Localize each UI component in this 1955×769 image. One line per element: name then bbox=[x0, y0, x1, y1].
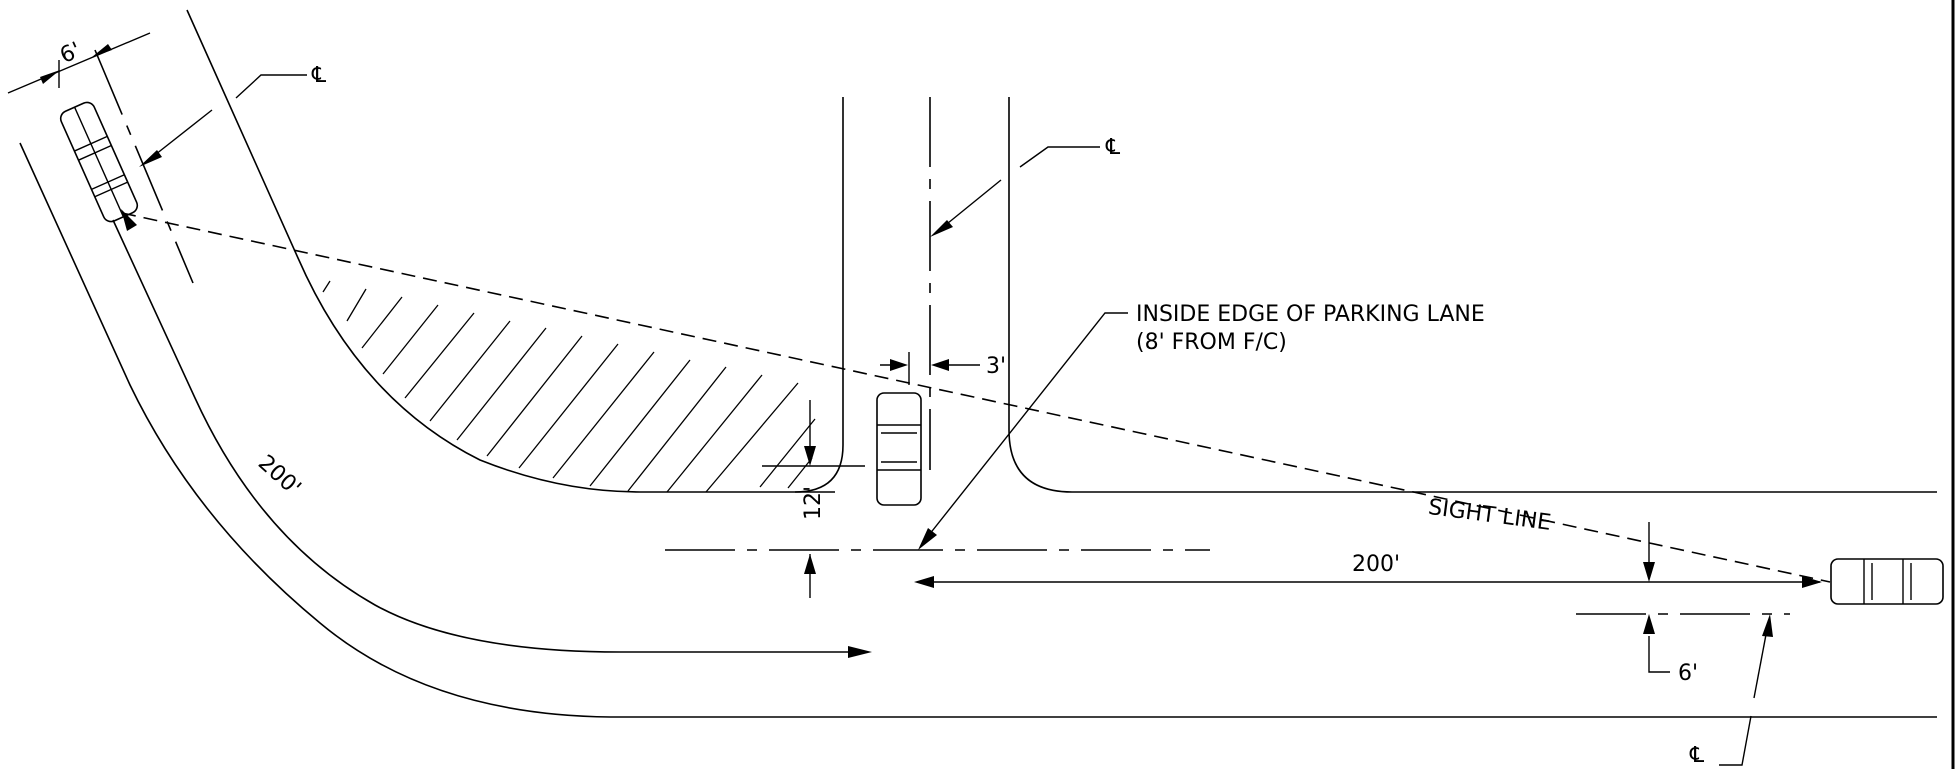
dimension-12ft-label: 12' bbox=[801, 486, 826, 520]
centerline-symbol-top-mid: ℄ bbox=[1105, 135, 1121, 160]
centerline-leader-top-mid: ℄ bbox=[930, 135, 1121, 237]
sight-line bbox=[121, 212, 1831, 583]
curve-inner-curb bbox=[186, 9, 835, 493]
dimension-6ft-bottom-label: 6' bbox=[1678, 661, 1698, 686]
sight-line-label: SIGHT LINE bbox=[1427, 495, 1553, 536]
centerline-symbol-bottom-right: ℄ bbox=[1689, 743, 1705, 768]
curve-center-line bbox=[94, 49, 194, 284]
dimension-200ft-straight-label: 200' bbox=[1352, 552, 1400, 577]
dimension-6ft-top-label: 6' bbox=[56, 38, 84, 69]
curve-travel-arrowhead bbox=[848, 646, 872, 658]
centerline-symbol-top-left: ℄ bbox=[311, 63, 327, 88]
vehicle-curve bbox=[59, 101, 139, 223]
dimension-6ft-top: 6' bbox=[7, 32, 151, 94]
vehicle-side-street bbox=[876, 392, 922, 506]
curve-travel-start-arrowhead bbox=[121, 209, 137, 231]
parking-lane-leader: INSIDE EDGE OF PARKING LANE (8' FROM F/C… bbox=[918, 302, 1485, 550]
centerline-leader-bottom-right: ℄ bbox=[1689, 614, 1773, 768]
sight-obstruction-hatch bbox=[322, 280, 816, 493]
dimension-12ft: 12' bbox=[762, 400, 865, 598]
parking-lane-label-line2: (8' FROM F/C) bbox=[1136, 330, 1287, 355]
dimension-6ft-bottom: 6' bbox=[1643, 522, 1698, 686]
side-street-left-curb bbox=[794, 97, 844, 493]
vehicle-main-road bbox=[1830, 558, 1944, 605]
dimension-3ft-label: 3' bbox=[986, 354, 1006, 379]
dimension-3ft: 3' bbox=[880, 352, 1006, 385]
side-street-right-curb bbox=[1008, 97, 1937, 493]
dimension-200ft-straight: 200' bbox=[914, 552, 1822, 588]
dimension-200ft-curve-label: 200' bbox=[253, 450, 305, 501]
parking-lane-label-line1: INSIDE EDGE OF PARKING LANE bbox=[1136, 302, 1485, 327]
curve-travel-path bbox=[112, 219, 856, 653]
centerline-leader-top-left: ℄ bbox=[139, 63, 327, 167]
curve-outer-curb bbox=[19, 142, 1937, 718]
